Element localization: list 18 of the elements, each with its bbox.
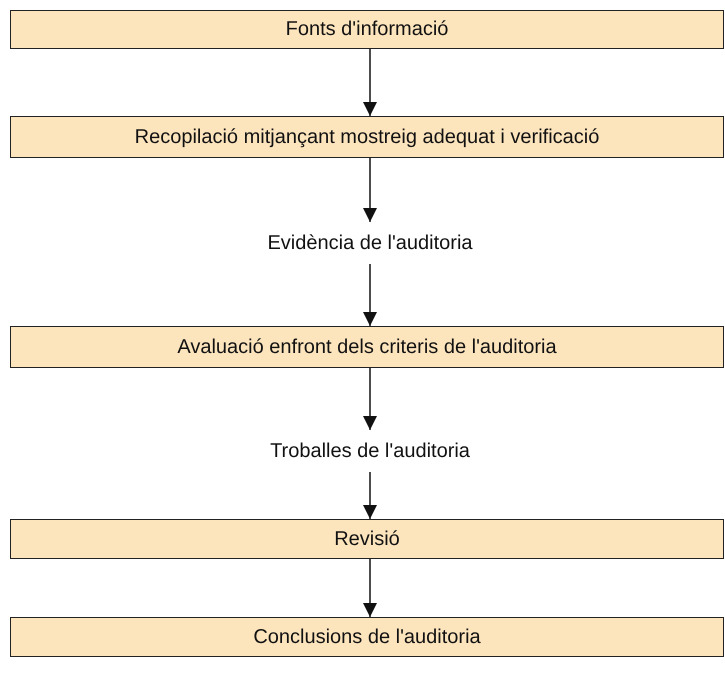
box-label: Fonts d'informació	[286, 18, 448, 41]
arrow	[363, 264, 377, 326]
arrow	[363, 472, 377, 519]
process-box	[10, 10, 724, 49]
process-box	[10, 519, 724, 559]
flow-label: Evidència de l'auditoria	[230, 226, 510, 260]
process-box	[10, 617, 724, 657]
arrow	[363, 49, 377, 116]
box-label: Avaluació enfront dels criteris de l'auditoria	[177, 336, 557, 358]
arrow	[363, 559, 377, 617]
box-label: Recopilació mitjançant mostreig adequat i verificació	[134, 126, 600, 148]
arrow	[363, 368, 377, 430]
box-label: Revisió	[334, 528, 400, 550]
box-label: Conclusions de l'auditoria	[253, 626, 481, 648]
process-box	[10, 326, 724, 368]
arrow	[363, 158, 377, 222]
flow-label: Troballes de l'auditoria	[230, 434, 510, 468]
process-box	[10, 116, 724, 158]
